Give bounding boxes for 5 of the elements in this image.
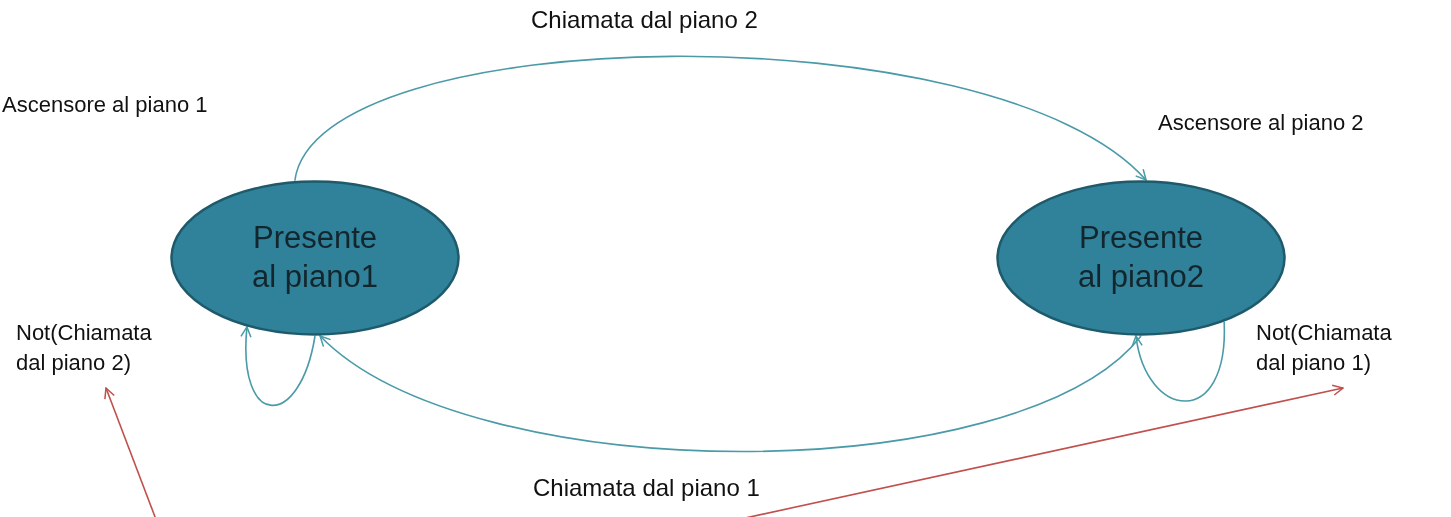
self-loop-arrow bbox=[1132, 321, 1225, 402]
self-loop-arrow bbox=[240, 326, 316, 407]
transition-arrow bbox=[319, 335, 1142, 453]
state-ellipse: Presente al piano1 bbox=[170, 180, 460, 336]
transition-arrow bbox=[294, 55, 1147, 182]
